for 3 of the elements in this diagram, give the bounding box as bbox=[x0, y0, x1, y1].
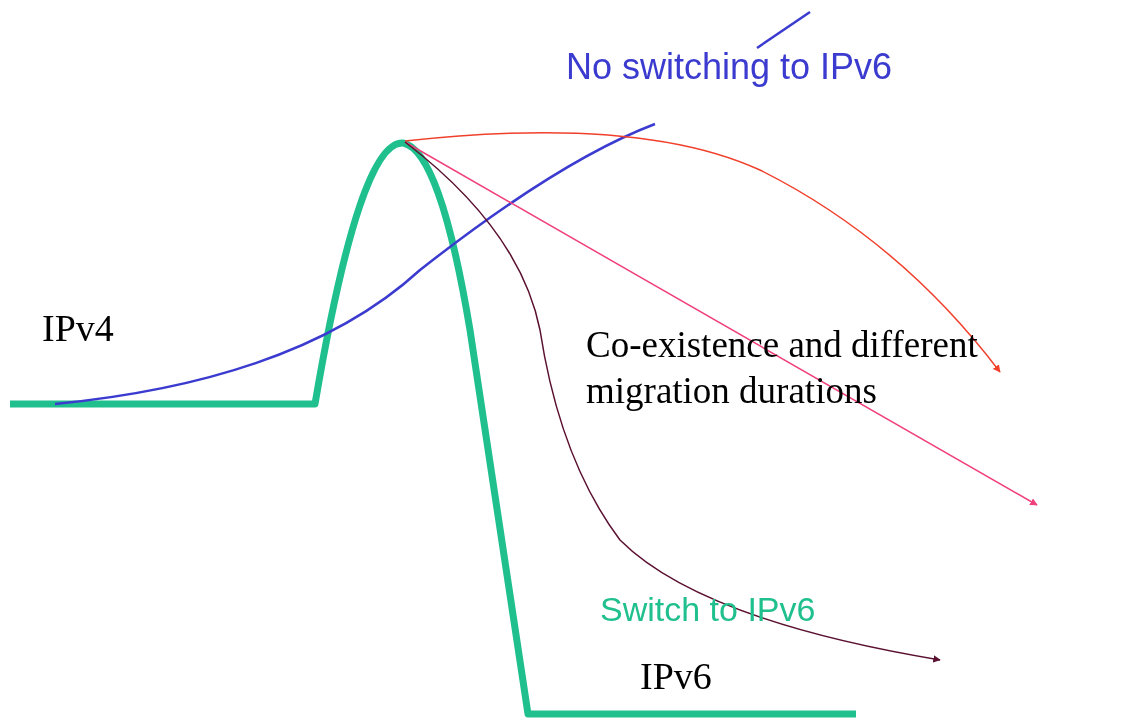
text-label: IPv6 bbox=[640, 654, 712, 699]
text-label: No switching to IPv6 bbox=[566, 45, 893, 89]
text-label: IPv4 bbox=[42, 306, 114, 351]
